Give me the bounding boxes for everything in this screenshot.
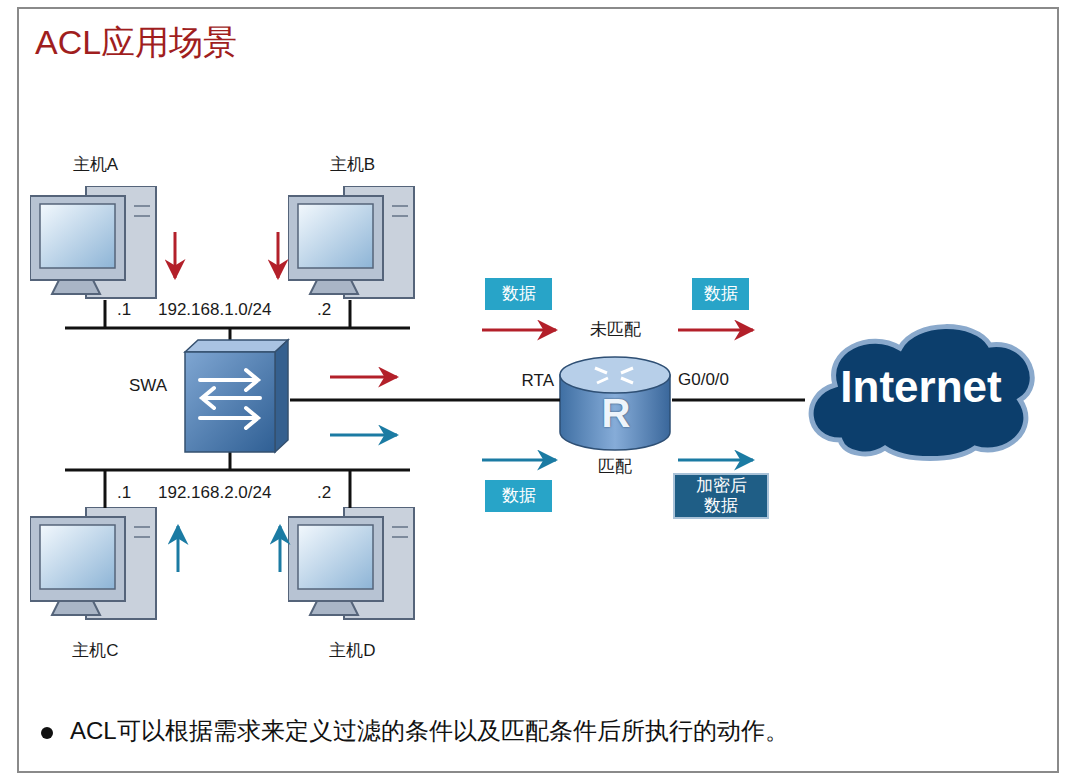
node-label: 主机A: [28, 155, 163, 175]
text-label: G0/0/0: [678, 370, 729, 390]
internet-node: Internet: [805, 322, 1037, 458]
switch-icon: [185, 340, 288, 452]
host-icon: [30, 186, 156, 298]
node-label: 主机B: [285, 155, 420, 175]
host-node: 主机A: [28, 155, 163, 305]
node-label: 主机D: [285, 641, 420, 661]
encrypted-data-box: 加密后 数据: [673, 473, 769, 519]
switch-node: SWA: [185, 338, 290, 456]
node-label: 数据: [704, 284, 738, 304]
node-label: 加密后 数据: [691, 476, 751, 515]
node-label: 数据: [502, 284, 536, 304]
icon-letter: R: [560, 389, 672, 437]
text-label: .2: [317, 300, 331, 320]
text-label: 匹配: [598, 457, 632, 477]
slide-frame: [18, 8, 1058, 772]
text-label: 192.168.1.0/24: [158, 300, 271, 320]
node-label: Internet: [840, 361, 1001, 420]
host-node: 主机D: [285, 503, 420, 661]
data-box: 数据: [692, 278, 749, 310]
host-node: 主机B: [285, 155, 420, 305]
text-label: .1: [117, 483, 131, 503]
router-node: RTAR: [560, 355, 672, 447]
text-label: .1: [117, 300, 131, 320]
node-label: SWA: [129, 376, 167, 396]
link-line: [290, 399, 560, 402]
host-icon: [288, 186, 414, 298]
lan-wires: [65, 300, 410, 508]
link-line: [672, 399, 805, 402]
text-label: .2: [317, 483, 331, 503]
host-node: 主机C: [28, 503, 163, 661]
slide-title: ACL应用场景: [35, 22, 237, 63]
text-label: 未匹配: [590, 320, 641, 340]
node-label: RTA: [522, 371, 554, 391]
caption-text: ACL可以根据需求来定义过滤的条件以及匹配条件后所执行的动作。: [70, 717, 1045, 746]
host-icon: [30, 507, 156, 619]
node-label: 主机C: [28, 641, 163, 661]
flow-arrows: [175, 232, 753, 572]
bullet-dot: [41, 727, 53, 739]
data-box: 数据: [485, 278, 552, 310]
node-label: 数据: [502, 486, 536, 506]
data-box: 数据: [485, 480, 552, 512]
host-icon: [288, 507, 414, 619]
internet-cloud: [811, 327, 1032, 459]
text-label: 192.168.2.0/24: [158, 483, 271, 503]
